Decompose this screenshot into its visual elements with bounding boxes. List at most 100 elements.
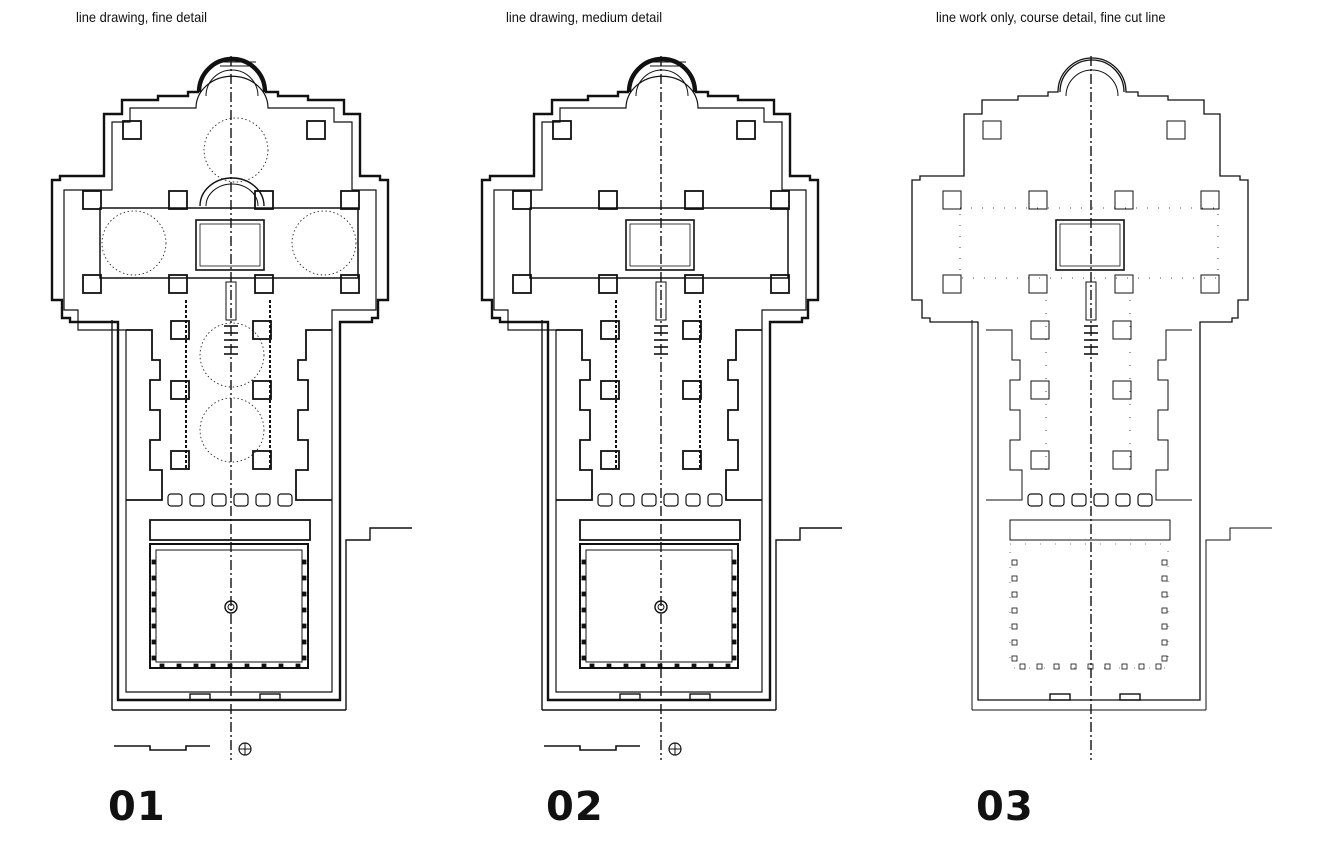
atrium-column [301,559,307,565]
atrium-column [1104,663,1111,670]
pier-3 [684,274,704,294]
panel-caption: line drawing, fine detail [76,9,208,25]
atrium-column [1011,607,1018,614]
narthex-pier-2 [211,493,227,507]
atrium-column [731,575,737,581]
pier-2 [168,274,188,294]
atrium-column [301,639,307,645]
precinct-wall [111,320,412,710]
narthex-pier-0 [597,493,613,507]
narthex-pier-3 [1093,493,1109,507]
pier-6 [82,274,102,294]
atrium-column [261,663,267,669]
chapel-wall-right [295,329,332,501]
atrium-column [623,663,629,669]
pier-14 [982,120,1002,140]
atrium-column [295,663,301,669]
scale-bar-icon [114,745,210,751]
pier-0 [1028,190,1048,210]
atrium-column [581,607,587,613]
apse-arc [198,58,266,93]
pier-5 [1200,190,1220,210]
pier-9 [252,320,272,340]
narthex [149,519,311,541]
atrium-column [691,663,697,669]
vault-circle-3 [199,322,265,388]
atrium-column [278,663,284,669]
atrium-column [1011,575,1018,582]
entrance-gate-0 [1049,693,1071,701]
transept-interior [99,207,359,279]
pier-3 [1114,274,1134,294]
narthex-pier-4 [1115,493,1131,507]
atrium-column [301,575,307,581]
atrium-column [1161,591,1168,598]
atrium-column [1011,559,1018,566]
atrium-column [227,663,233,669]
pier-6 [942,274,962,294]
atrium-wall [149,543,309,669]
pier-11 [252,380,272,400]
apse-inner-arc [205,69,259,97]
atrium-column [581,575,587,581]
pier-1 [684,190,704,210]
pier-13 [1112,450,1132,470]
atrium-column [151,623,157,629]
narthex-pier-4 [255,493,271,507]
precinct-wall [541,320,842,710]
pier-0 [598,190,618,210]
atrium-column [1036,663,1043,670]
choir-inner-square [1059,223,1121,267]
transept-interior [529,207,789,279]
atrium-column [151,655,157,661]
atrium-column [581,559,587,565]
atrium-column [1161,559,1168,566]
atrium-column [731,607,737,613]
narthex-pier-2 [1071,493,1087,507]
atrium-column [708,663,714,669]
narthex-pier-4 [685,493,701,507]
atrium-column [301,623,307,629]
pier-5 [340,190,360,210]
crossing-arch [199,177,265,207]
scale-bar-icon [544,745,640,751]
choir-square [625,219,695,271]
entrance-gate-1 [689,693,711,701]
pier-6 [512,274,532,294]
atrium-column [581,591,587,597]
atrium-column [193,663,199,669]
apse-inner-arc [1065,69,1119,97]
atrium-column [301,607,307,613]
atrium-column [1011,623,1018,630]
narthex-pier-1 [1049,493,1065,507]
atrium-column [1019,663,1026,670]
atrium-inner-line [585,549,733,663]
pier-7 [340,274,360,294]
floor-plan-drawing [911,56,1272,760]
choir-square [1055,219,1125,271]
atrium-column [606,663,612,669]
atrium-column [1155,663,1162,670]
panel-number: 03 [976,784,1034,830]
narthex-pier-5 [277,493,293,507]
atrium-wall [579,543,739,669]
narthex-pier-2 [641,493,657,507]
choir-inner-square [629,223,691,267]
pier-5 [770,190,790,210]
atrium-column [731,655,737,661]
pier-7 [1200,274,1220,294]
vault-circle-1 [101,210,167,276]
narthex-pier-3 [233,493,249,507]
floor-plan-drawing [50,56,412,760]
panel-caption: line work only, course detail, fine cut … [936,9,1166,25]
entrance-gate-1 [259,693,281,701]
atrium-wall [1009,543,1169,669]
pier-14 [552,120,572,140]
pier-15 [736,120,756,140]
pier-4 [82,190,102,210]
atrium-column [244,663,250,669]
atrium-column [1053,663,1060,670]
pier-14 [122,120,142,140]
atrium-column [581,623,587,629]
chapel-wall-left [556,329,593,501]
